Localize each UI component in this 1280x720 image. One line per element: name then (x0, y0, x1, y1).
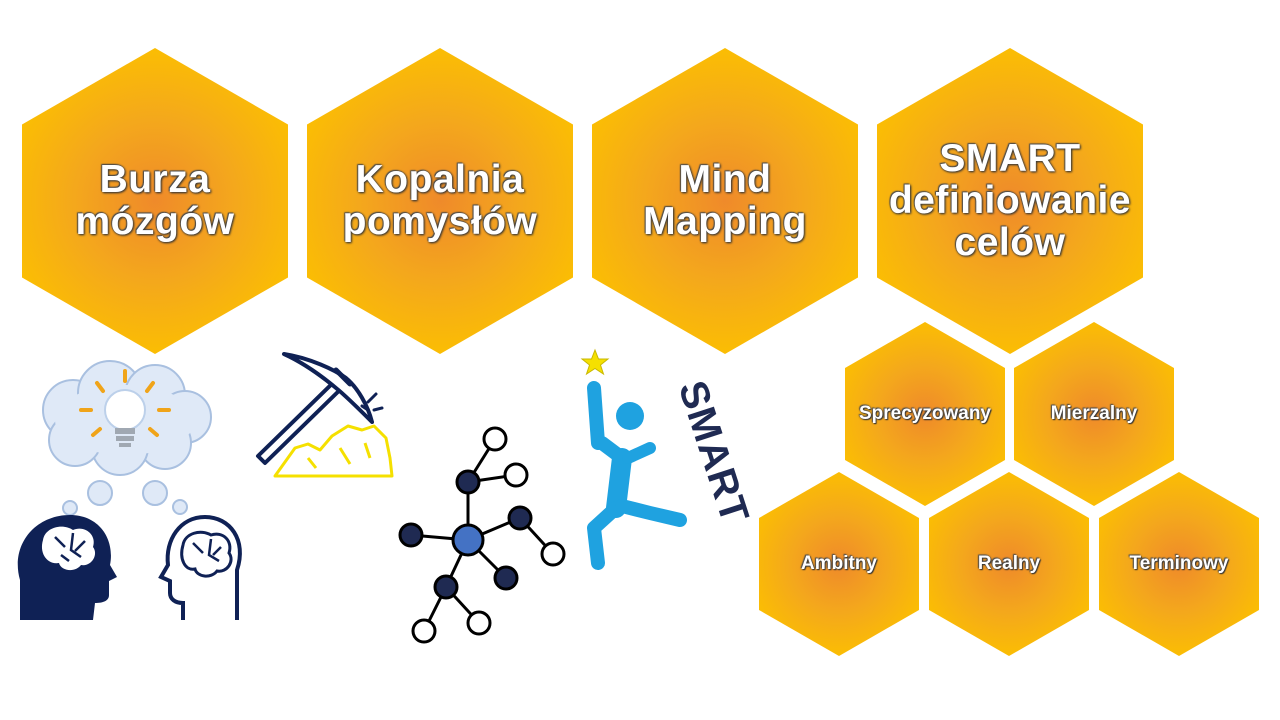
head-brain-icon-filled (17, 515, 117, 620)
criterion-label: Ambitny (801, 553, 877, 574)
pickaxe-mining-icon (256, 352, 394, 478)
hexagon-label: SMART definiowanie celów (888, 137, 1132, 264)
criterion-label: Mierzalny (1050, 403, 1138, 424)
star-icon (580, 348, 610, 376)
brainstorm-icon (17, 360, 242, 620)
mind-map-network-icon (398, 426, 566, 644)
lightbulb-icon (79, 369, 171, 447)
hexagon-label: Kopalnia pomysłów (342, 158, 538, 243)
criterion-label: Realny (977, 553, 1041, 574)
criterion-realny: Realny (929, 472, 1089, 656)
hexagon-mind-mapping: Mind Mapping (592, 48, 858, 354)
hexagon-burza-mozgow: Burza mózgów (22, 48, 288, 354)
criterion-mierzalny: Mierzalny (1014, 322, 1174, 506)
smart-goal-figure-icon (580, 348, 687, 570)
criterion-terminowy: Terminowy (1099, 472, 1259, 656)
hexagon-smart: SMART definiowanie celów (877, 48, 1143, 354)
hexagon-label: Mind Mapping (643, 158, 807, 243)
mind-map-center-node (451, 523, 485, 557)
hexagon-label: Burza mózgów (75, 158, 235, 243)
criterion-label: Terminowy (1129, 553, 1229, 574)
head-brain-icon-outline (158, 514, 242, 620)
criterion-label: Sprecyzowany (859, 403, 991, 424)
criterion-sprecyzowany: Sprecyzowany (845, 322, 1005, 506)
hexagon-kopalnia-pomyslow: Kopalnia pomysłów (307, 48, 573, 354)
criterion-ambitny: Ambitny (759, 472, 919, 656)
